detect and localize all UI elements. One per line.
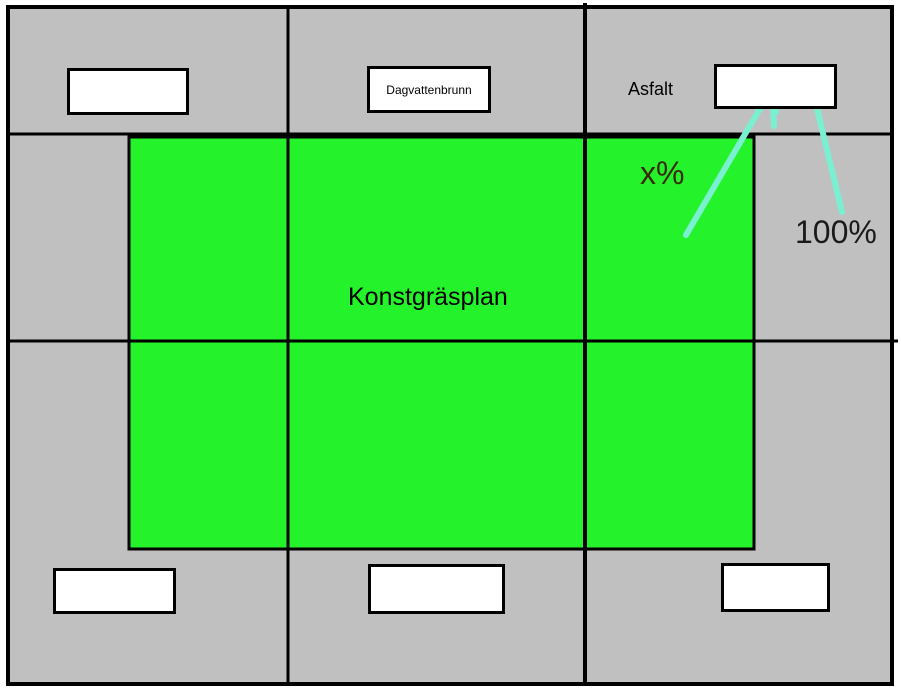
flow-arrow-partial bbox=[683, 85, 775, 238]
asphalt-label: Asfalt bbox=[628, 79, 674, 99]
drain-bottom-left bbox=[53, 568, 176, 614]
drain-top-left bbox=[67, 68, 189, 115]
site-border bbox=[6, 5, 894, 686]
turf-field-label: Konstgräsplan bbox=[348, 283, 508, 311]
drain-top-right bbox=[714, 64, 837, 109]
flow-partial-label: x% bbox=[640, 155, 685, 191]
drain-bottom-middle bbox=[368, 564, 505, 614]
flow-full-label: 100% bbox=[795, 214, 877, 250]
turf-field bbox=[127, 135, 756, 551]
drain-top-middle: Dagvattenbrunn bbox=[367, 66, 491, 113]
drain-bottom-right bbox=[721, 563, 830, 612]
drain-label-dagvattenbrunn: Dagvattenbrunn bbox=[386, 82, 472, 97]
